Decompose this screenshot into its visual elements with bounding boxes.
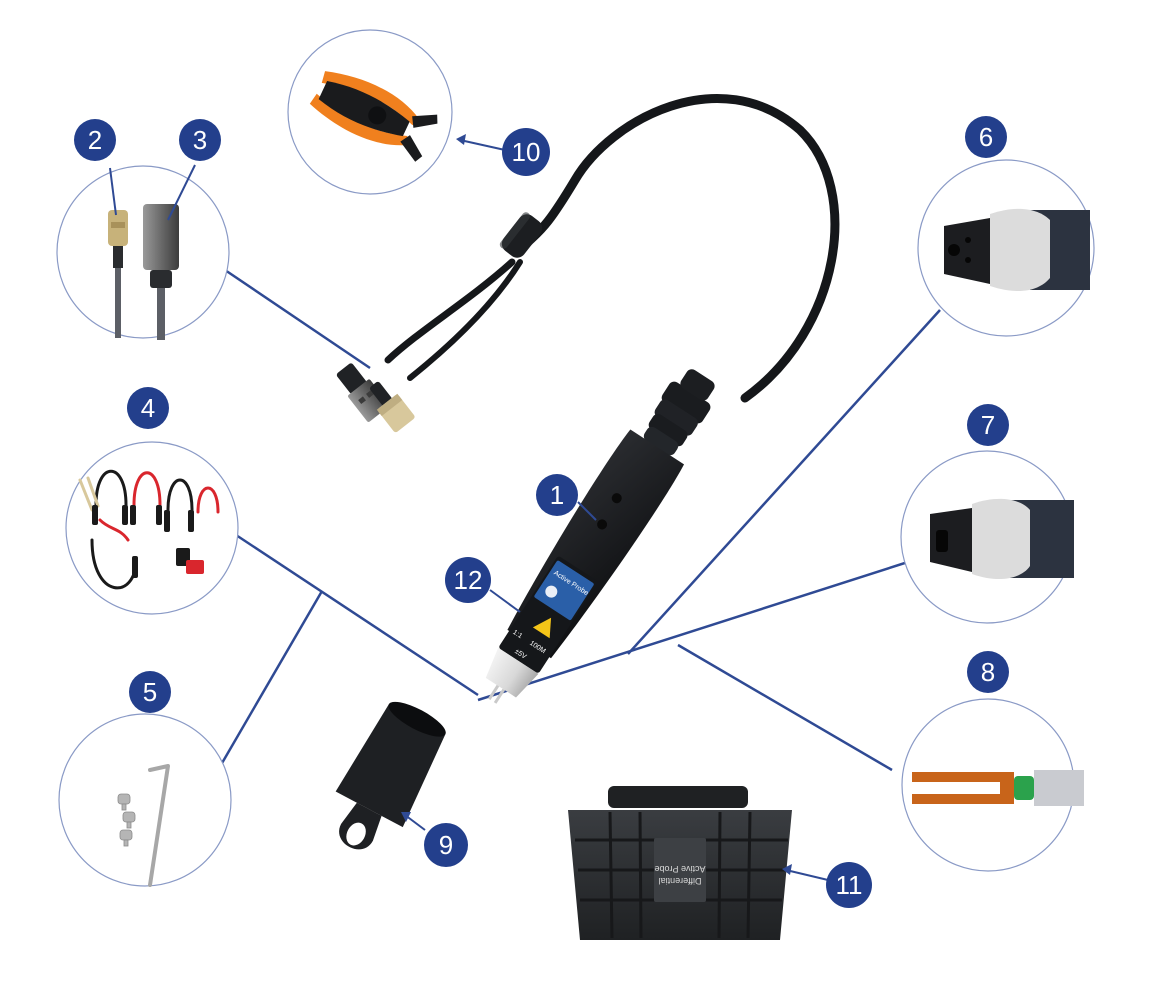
sma-connector-image	[108, 210, 128, 338]
line-to-circle-5	[216, 590, 324, 771]
badge-7: 7	[967, 404, 1009, 446]
arrow-1	[577, 501, 597, 521]
svg-text:8: 8	[981, 657, 995, 687]
line-to-circle-6	[627, 309, 941, 655]
usb-connector-image	[143, 204, 179, 340]
arrow-9-head	[401, 812, 411, 822]
arrow-11	[785, 869, 829, 881]
tip-adapter-7-image	[930, 498, 1074, 580]
case-label-line1: Active Probe	[654, 864, 705, 874]
circle-connectors	[56, 165, 230, 340]
svg-text:3: 3	[193, 125, 207, 155]
case-label-line2: Differential	[659, 876, 702, 886]
circle-fork-tip	[901, 698, 1084, 872]
circle-tip-adapter-7	[900, 450, 1074, 624]
badge-5: 5	[129, 671, 171, 713]
arrow-3	[167, 164, 196, 221]
svg-text:1: 1	[550, 480, 564, 510]
test-lead-tips	[92, 505, 204, 578]
badge-4: 4	[127, 387, 169, 429]
tip-adapter-6-image	[944, 208, 1090, 292]
badge-arrows	[109, 134, 829, 881]
badge-2: 2	[74, 119, 116, 161]
line-to-circle-8	[677, 643, 893, 772]
carry-case: Active Probe Differential	[568, 786, 792, 940]
badge-6: 6	[965, 116, 1007, 158]
badge-9: 9	[424, 823, 468, 867]
protective-cap	[335, 701, 446, 850]
spring-clamp-image	[309, 71, 438, 162]
probe-ratio: 1:1	[511, 629, 523, 640]
line-to-circle-7	[477, 560, 909, 702]
circle-screws	[58, 713, 232, 887]
arrow-10-head	[456, 134, 466, 145]
svg-text:6: 6	[979, 122, 993, 152]
svg-text:12: 12	[454, 565, 483, 595]
strain-relief	[643, 369, 715, 456]
ferrite-bead	[499, 212, 543, 258]
arrow-12	[489, 589, 521, 613]
badge-11: 11	[826, 862, 872, 908]
hex-key-image	[148, 764, 170, 887]
sma-plug	[370, 381, 415, 433]
badge-1: 1	[536, 474, 578, 516]
arrow-9	[404, 814, 426, 831]
svg-text:11: 11	[836, 870, 863, 900]
fork-tip-image	[912, 770, 1084, 806]
circle-test-leads	[65, 441, 239, 615]
badge-8: 8	[967, 651, 1009, 693]
badge-10: 10	[502, 128, 550, 176]
probe-cable	[336, 94, 840, 433]
svg-text:9: 9	[439, 830, 453, 860]
line-to-usb-circle	[221, 266, 371, 370]
circle-tip-adapter-6	[917, 159, 1095, 337]
svg-text:10: 10	[512, 137, 541, 167]
arrow-2	[109, 167, 117, 216]
cable-split-sma	[407, 259, 523, 381]
svg-text:7: 7	[981, 410, 995, 440]
line-to-circle-4	[235, 533, 479, 697]
connector-lines	[216, 266, 941, 772]
badges: 1 2 3 4 5 6 7 8 9 10 11 12	[74, 116, 1009, 908]
cable-split-usb	[384, 258, 516, 364]
arrow-11-head	[782, 864, 792, 875]
badge-3: 3	[179, 119, 221, 161]
screws-image	[117, 793, 136, 847]
circle-clamp	[287, 29, 453, 195]
probe-label-panel: Active Probe 1:1 100M ±5V	[499, 556, 598, 673]
probe-body: Active Probe 1:1 100M ±5V	[485, 369, 715, 704]
svg-text:2: 2	[88, 125, 102, 155]
arrow-10	[459, 139, 506, 151]
badge-12: 12	[445, 557, 491, 603]
svg-text:5: 5	[143, 677, 157, 707]
cable-loop	[520, 94, 840, 403]
svg-text:4: 4	[141, 393, 155, 423]
